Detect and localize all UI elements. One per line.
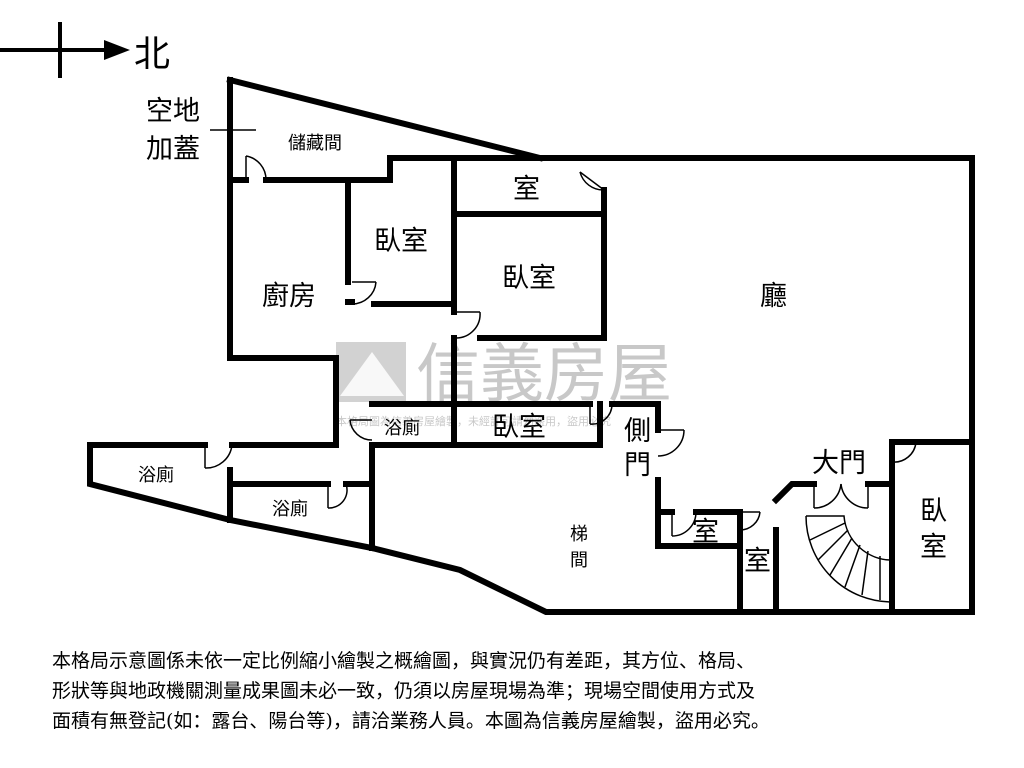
room-bedroom-b-label: 臥室 <box>502 263 556 294</box>
door-bedroom-c-icon <box>589 403 613 425</box>
room-main-door-label: 大門 <box>812 448 866 479</box>
room-small2-label: 室 <box>744 546 771 577</box>
door-room-top-icon <box>579 171 605 191</box>
room-bedroom-right-label-2: 室 <box>920 532 947 563</box>
door-bath-small-icon <box>349 419 373 441</box>
floor-plan: 北 空地 加蓋 信義房屋 本格局圖為信義房屋繪製，未經許可請勿盜用，盜用必究 <box>0 22 975 615</box>
room-stairs-label-2: 間 <box>570 550 588 571</box>
walls <box>87 76 975 615</box>
spiral-stair-icon <box>805 515 893 603</box>
disclaimer-line: 形狀等與地政機關測量成果圖未必一致，仍須以房屋現場為準；現場空間使用方式及 <box>52 680 756 702</box>
door-bath-mid-icon <box>327 483 348 509</box>
room-side-door-label-1: 側 <box>624 416 651 447</box>
annex-label-line1: 空地 <box>146 96 200 127</box>
north-label: 北 <box>134 34 170 75</box>
watermark: 信義房屋 本格局圖為信義房屋繪製，未經許可請勿盜用，盜用必究 <box>336 338 672 428</box>
annex-label-line2: 加蓋 <box>146 134 200 165</box>
room-bath-small-label: 浴廁 <box>384 417 420 439</box>
door-main-double-icon <box>813 483 869 509</box>
room-bedroom-c-label: 臥室 <box>492 412 546 443</box>
north-arrow-icon <box>0 22 130 78</box>
room-storage-label: 儲藏間 <box>288 133 342 154</box>
door-main-right-icon <box>891 441 917 463</box>
room-living-label: 廳 <box>760 281 787 312</box>
room-bath-left-label: 浴廁 <box>138 464 174 486</box>
door-bath-left-icon <box>204 444 233 469</box>
room-small1-label: 室 <box>692 517 719 548</box>
room-kitchen-label: 廚房 <box>262 281 316 312</box>
room-bath-mid-label: 浴廁 <box>272 498 308 520</box>
door-small2-icon <box>739 511 761 531</box>
door-bedroom-b-icon <box>455 311 481 339</box>
watermark-brand: 信義房屋 <box>416 338 672 412</box>
disclaimer-line: 本格局示意圖係未依一定比例縮小繪製之概繪圖，與實況仍有差距，其方位、格局、 <box>52 650 756 672</box>
room-side-door-label-2: 門 <box>624 450 651 481</box>
door-bedroom-a-icon <box>351 281 377 305</box>
room-stairs-label-1: 梯 <box>570 524 588 545</box>
room-top-label: 室 <box>513 174 540 205</box>
watermark-fine-print: 本格局圖為信義房屋繪製，未經許可請勿盜用，盜用必究 <box>336 414 611 428</box>
room-bedroom-right-label-1: 臥 <box>920 496 947 527</box>
door-side-icon <box>657 429 685 457</box>
doors <box>204 155 917 537</box>
room-bedroom-a-label: 臥室 <box>374 226 428 257</box>
door-storage-icon <box>245 155 267 181</box>
door-small1-icon <box>671 511 697 537</box>
disclaimer-notes: 本格局示意圖係未依一定比例縮小繪製之概繪圖，與實況仍有差距，其方位、格局、 形狀… <box>52 646 1012 736</box>
disclaimer-line: 面積有無登記(如：露台、陽台等)，請洽業務人員。本圖為信義房屋繪製，盜用必究。 <box>52 710 770 732</box>
